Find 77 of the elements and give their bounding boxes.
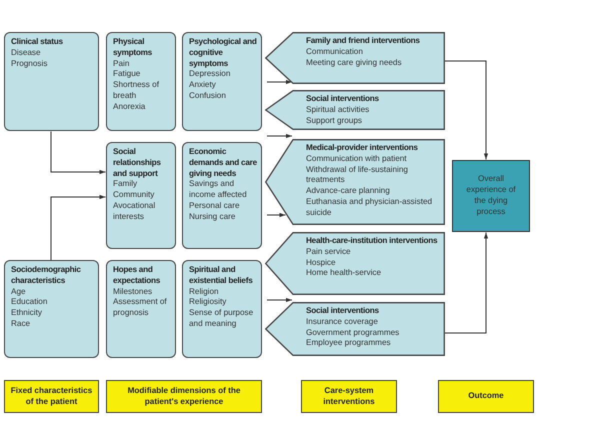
category-box: [106, 142, 176, 249]
category-heading: Hopes and expectations: [113, 265, 162, 287]
category-box: [4, 32, 99, 131]
item-text: Government programmes: [306, 328, 400, 338]
item-text: Anxiety: [189, 80, 217, 91]
connector-arrow: [444, 60, 488, 160]
item-text: Prognosis: [11, 58, 48, 70]
item-text: Euthanasia and physician-assisted suicide: [306, 196, 434, 219]
category-box: [106, 260, 176, 358]
item-text: Withdrawal of life-sustaining treatments: [306, 164, 409, 186]
connector-arrow: [266, 134, 292, 138]
connector-arrow: [266, 212, 286, 218]
item-text: Home health-service: [306, 268, 382, 280]
item-text: Anorexia: [113, 102, 146, 113]
category-heading: Clinical status: [11, 37, 64, 48]
category-heading: Health-care-institution interventions: [306, 236, 438, 247]
item-text: Ethnicity: [11, 308, 43, 319]
item-text: Disease: [11, 48, 42, 59]
section-header-box: [106, 380, 262, 413]
outcome-text: Overall experience of the dying process: [465, 174, 517, 218]
item-text: Confusion: [189, 90, 227, 102]
category-box: [182, 260, 262, 358]
category-heading: Social interventions: [306, 94, 380, 105]
category-heading: Sociodemographic characteristics: [11, 265, 82, 287]
item-text: Race: [11, 318, 32, 330]
category-heading: Economic demands and care giving needs: [189, 147, 258, 180]
item-text: Depression: [189, 69, 232, 80]
category-box: [106, 32, 176, 131]
category-box: [182, 142, 262, 249]
category-heading: Spiritual and existential beliefs: [189, 265, 254, 287]
item-text: Fatigue: [113, 69, 142, 80]
section-header-box: [438, 380, 534, 413]
section-header-box: [4, 380, 99, 413]
item-text: Savings and income affected: [189, 179, 248, 201]
connector-arrow: [50, 131, 106, 174]
item-text: Pain: [113, 58, 130, 70]
item-text: Milestones: [113, 286, 154, 298]
connector-arrow: [444, 232, 488, 334]
section-label: Care-system interventions: [322, 386, 376, 408]
item-text: Age: [11, 286, 27, 298]
category-box: [182, 32, 262, 131]
item-text: Insurance coverage: [306, 316, 379, 328]
item-text: Communication: [306, 46, 364, 58]
item-text: Meeting care giving needs: [306, 58, 403, 68]
item-text: Avocational interests: [113, 200, 156, 223]
item-text: Spiritual activities: [306, 104, 370, 116]
connector-arrow: [266, 298, 292, 302]
item-text: Advance-care planning: [306, 186, 391, 197]
connector-arrow: [50, 194, 106, 260]
section-label: Outcome: [468, 391, 504, 402]
connector-arrow: [266, 80, 292, 84]
item-text: Communication with patient: [306, 154, 408, 165]
section-label: Fixed characteristics of the patient: [10, 386, 94, 408]
section-header-box: [301, 380, 397, 413]
category-heading: Social interventions: [306, 306, 380, 317]
item-text: Family: [113, 179, 138, 190]
item-text: Community: [113, 190, 156, 201]
item-text: Personal care: [189, 200, 241, 212]
item-text: Support groups: [306, 116, 363, 126]
item-text: Employee programmes: [306, 338, 392, 350]
item-text: Pain service: [306, 246, 352, 258]
category-heading: Psychological and cognitive symptoms: [189, 37, 258, 70]
item-text: Hospice: [306, 258, 337, 268]
category-box: [4, 260, 99, 358]
item-text: Education: [11, 297, 48, 308]
section-label: Modifiable dimensions of the patient's experience: [126, 386, 242, 408]
item-text: Shortness of breath: [113, 80, 160, 102]
item-text: Religiosity: [189, 297, 228, 308]
category-heading: Family and friend interventions: [306, 36, 421, 47]
outcome-box: [452, 160, 530, 232]
item-text: Assessment of prognosis: [113, 297, 168, 319]
category-heading: Social relationships and support: [113, 147, 162, 180]
item-text: Sense of purpose and meaning: [189, 308, 254, 330]
category-heading: Medical-provider interventions: [306, 143, 419, 154]
item-text: Religion: [189, 286, 220, 298]
category-heading: Physical symptoms: [113, 37, 153, 59]
item-text: Nursing care: [189, 212, 236, 223]
